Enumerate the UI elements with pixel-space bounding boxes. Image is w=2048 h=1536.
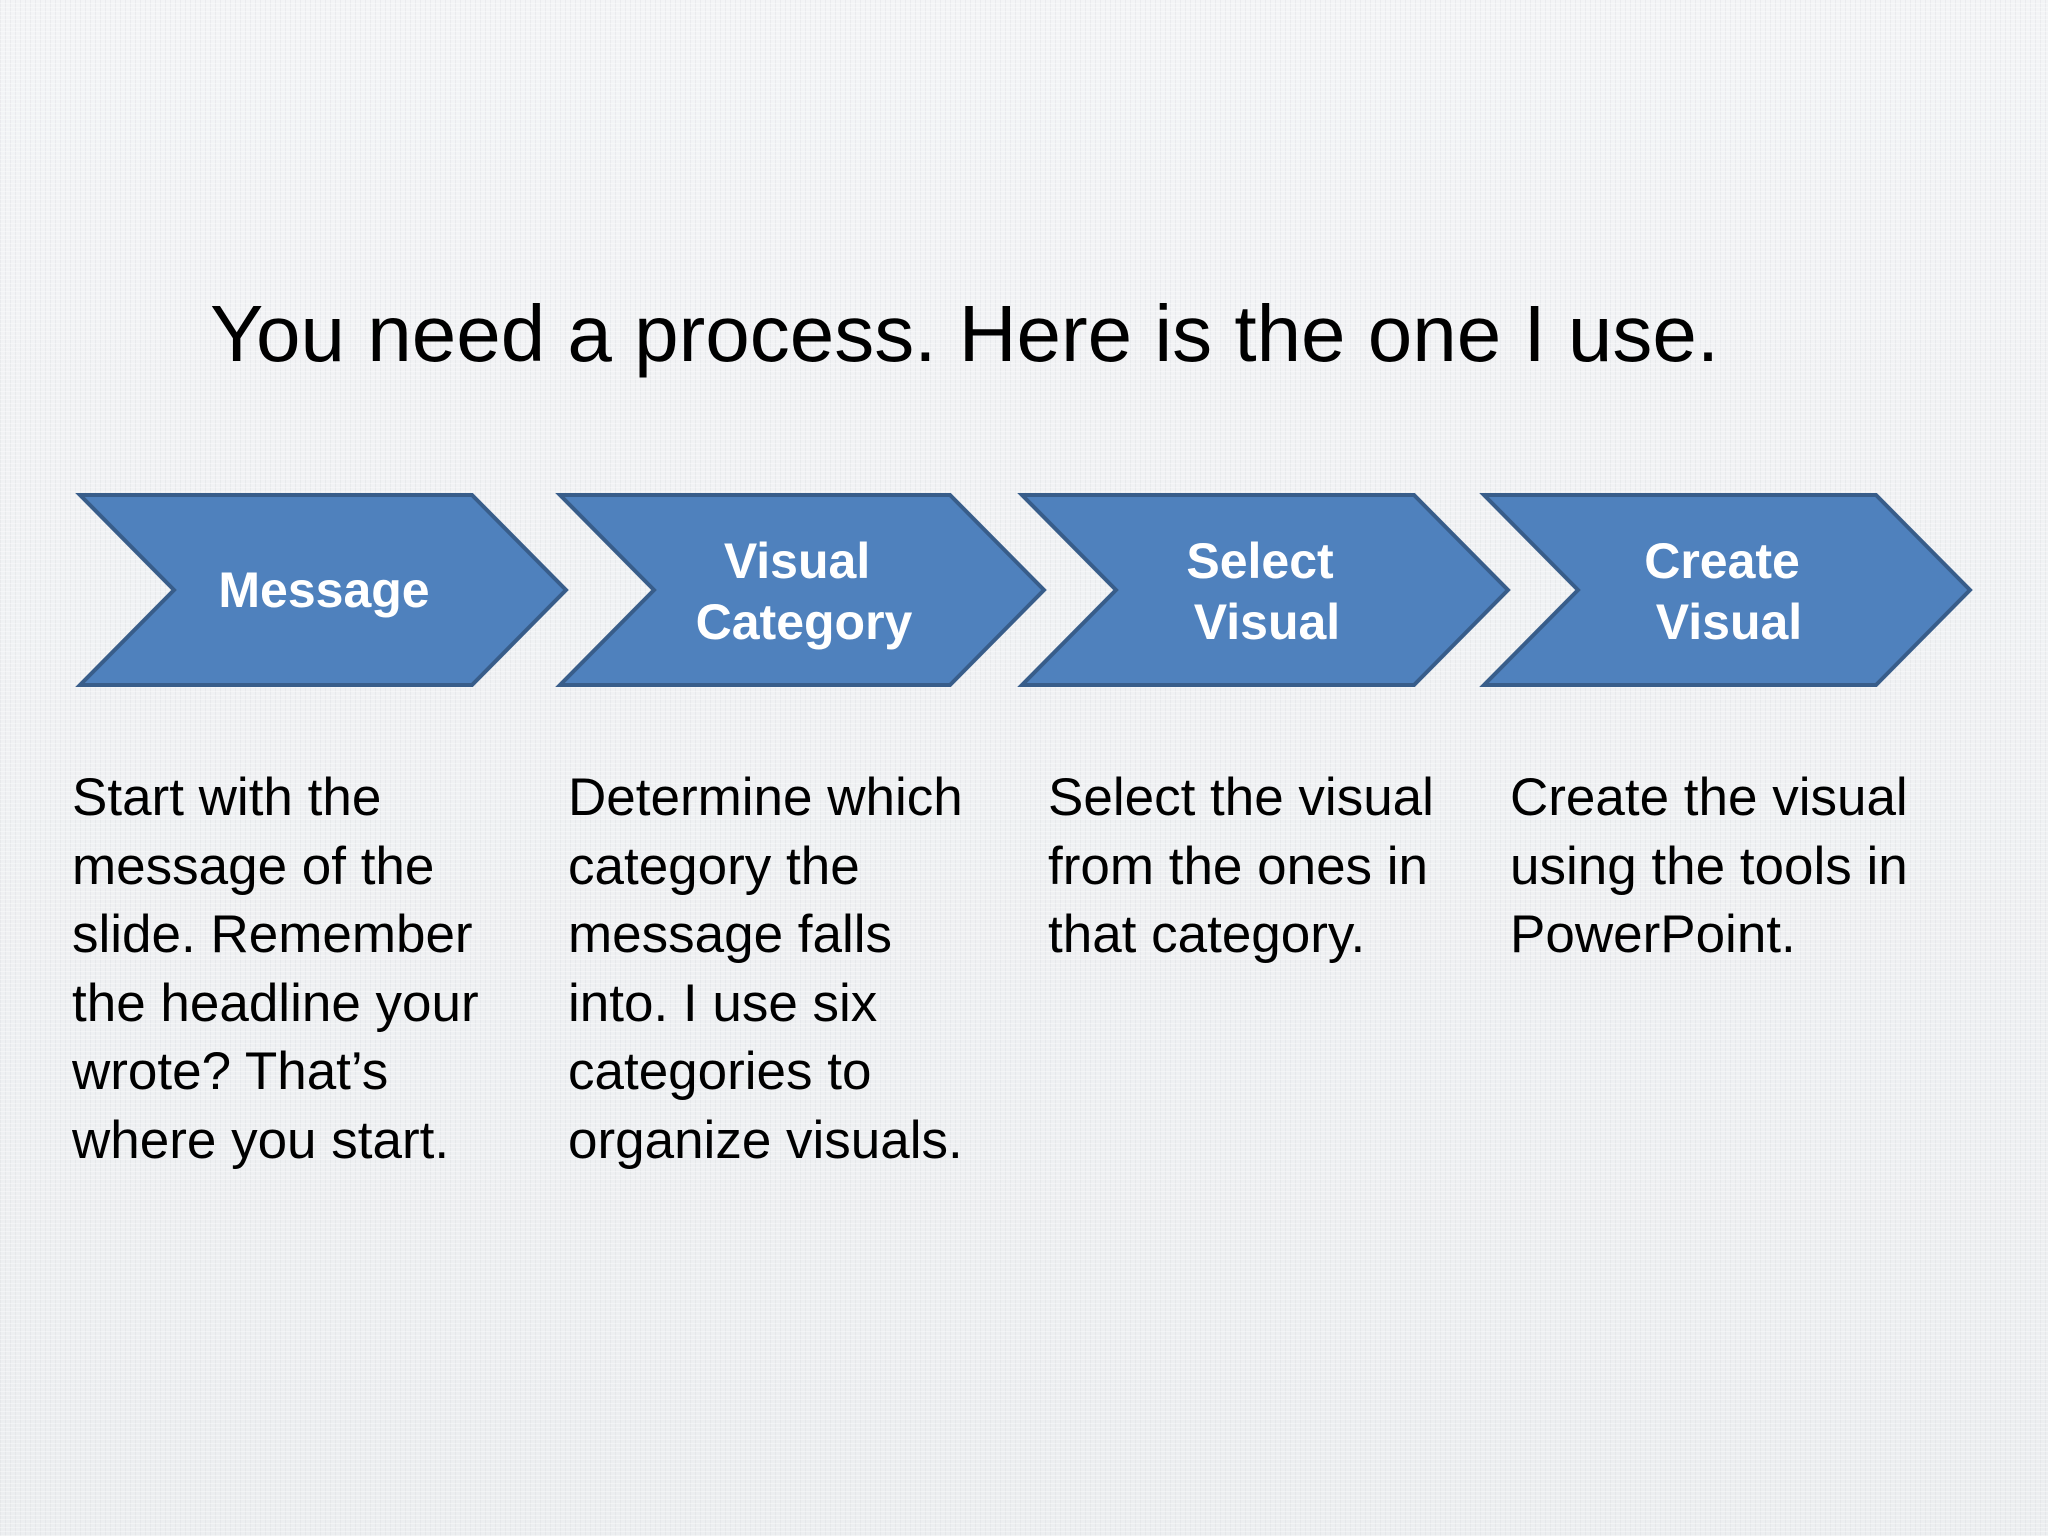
process-step-create-visual: Create Visual <box>1479 493 1973 687</box>
chevron-arrow-1 <box>75 493 569 687</box>
description-line: the headline your <box>72 973 479 1033</box>
description-line: organize visuals. <box>568 1110 963 1170</box>
description-line: using the tools in <box>1510 836 1908 896</box>
step-label-line: Category <box>696 594 913 650</box>
description-line: Start with the <box>72 768 382 827</box>
step-label-create-visual: Create Visual <box>1644 533 1814 650</box>
description-line: Determine which <box>568 768 963 827</box>
description-line: Select the visual <box>1048 768 1434 827</box>
description-line: where you start. <box>72 1110 450 1170</box>
step-label-message: Message <box>218 562 429 618</box>
description-line: Create the visual <box>1510 768 1908 827</box>
description-line: wrote? That’s <box>72 1042 389 1101</box>
step-description-visual-category: Determine which category the message falls… <box>568 764 1028 1175</box>
step-label-select-visual: Select Visual <box>1186 533 1347 650</box>
process-step-message: Message <box>75 493 569 687</box>
description-line: into. I use six <box>568 973 878 1033</box>
description-line: that category. <box>1048 905 1366 964</box>
step-label-visual-category: Visual Category <box>696 533 913 650</box>
process-step-visual-category: Visual Category <box>555 493 1047 687</box>
step-label-line: Select <box>1186 533 1334 589</box>
step-label-line: Visual <box>724 533 870 589</box>
chevron-arrow-4 <box>1479 493 1973 687</box>
description-line: category the <box>568 836 860 896</box>
description-line: message of the <box>72 836 435 896</box>
step-description-select-visual: Select the visual from the ones in that ca… <box>1048 764 1488 970</box>
process-step-select-visual: Select Visual <box>1017 493 1511 687</box>
step-label-line: Message <box>218 562 429 618</box>
chevron-arrow-2 <box>555 493 1047 687</box>
step-description-message: Start with the message of the slide. Remem… <box>72 764 542 1175</box>
slide-title: You need a process. Here is the one I us… <box>210 289 1720 378</box>
description-line: from the ones in <box>1048 836 1429 896</box>
step-label-line: Create <box>1644 533 1800 589</box>
description-line: PowerPoint. <box>1510 905 1796 964</box>
step-description-create-visual: Create the visual using the tools in Power… <box>1510 764 1960 970</box>
description-line: slide. Remember <box>72 905 473 964</box>
step-label-line: Visual <box>1656 594 1802 650</box>
chevron-arrow-3 <box>1017 493 1511 687</box>
step-label-line: Visual <box>1194 594 1340 650</box>
description-line: message falls <box>568 905 893 964</box>
description-line: categories to <box>568 1042 872 1101</box>
